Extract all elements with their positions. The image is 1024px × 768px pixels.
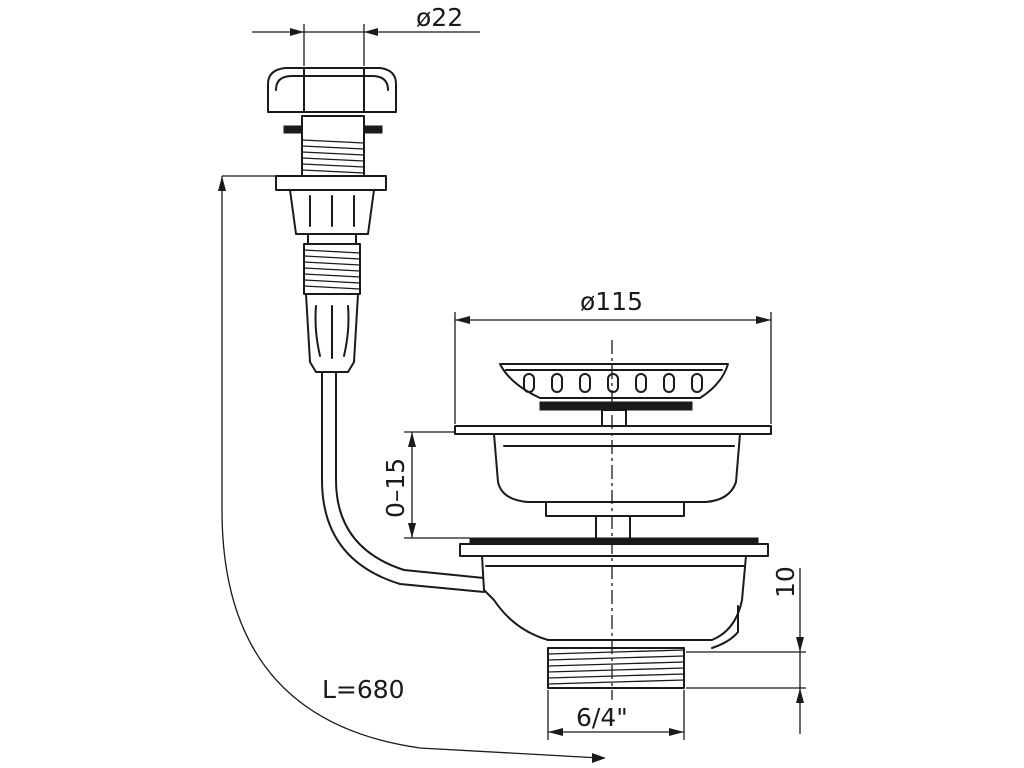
dimension-label-button-diameter: ø22 <box>416 3 463 32</box>
dimension-adjustable-range: 0–15 <box>381 431 470 539</box>
dimension-button-diameter: ø22 <box>252 3 480 66</box>
dimension-cable-length: L=680 <box>218 175 606 763</box>
dimension-label-strainer-diameter: ø115 <box>580 287 643 316</box>
bowden-cable <box>321 371 485 593</box>
dimension-outlet-thread: 6/4" <box>547 690 685 740</box>
dimension-outlet-height: 10 <box>686 566 806 734</box>
strainer-basket <box>499 363 729 427</box>
dimension-label-cable-length: L=680 <box>322 675 405 704</box>
operating-button-assembly <box>267 67 397 373</box>
sink-flange-body <box>454 425 772 541</box>
dimension-strainer-diameter: ø115 <box>454 287 772 424</box>
dimension-label-adjustable-range: 0–15 <box>381 458 410 518</box>
dimension-label-outlet-thread: 6/4" <box>576 703 628 732</box>
dimension-label-outlet-height: 10 <box>771 566 800 598</box>
outlet-body <box>459 537 769 689</box>
